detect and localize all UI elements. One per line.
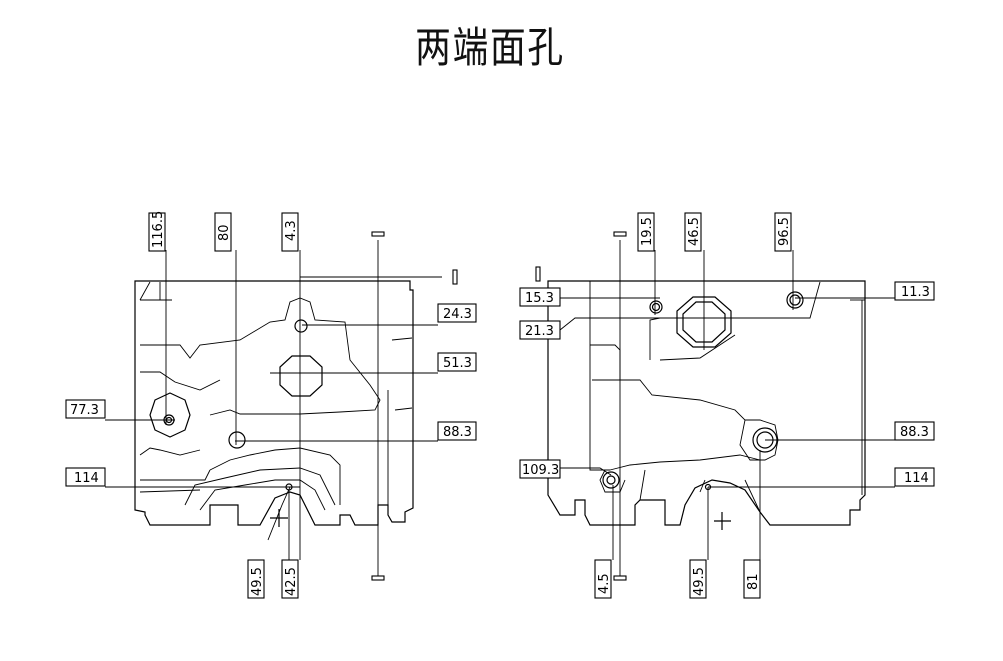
right-right-label-11-3: 11.3 (901, 285, 930, 300)
left-top-label-116-5: 116.5 (151, 211, 166, 248)
left-bottom-center-mark (371, 575, 385, 581)
drawing-title: 两端面孔 (415, 23, 565, 72)
right-view: 19.5 46.5 96.5 15.3 21.3 109.3 11.3 88.3… (519, 212, 935, 599)
left-left-label-77-3: 77.3 (70, 403, 99, 418)
left-right-label-24-3: 24.3 (443, 307, 472, 322)
right-top-left-mark (535, 266, 541, 282)
right-right-label-114: 114 (904, 471, 929, 486)
left-left-label-114: 114 (74, 471, 99, 486)
left-top-label-80: 80 (217, 224, 232, 241)
right-top-label-46-5: 46.5 (687, 217, 702, 246)
right-bottom-center-mark (613, 575, 627, 581)
right-left-label-109-3: 109.3 (522, 463, 559, 478)
left-bottom-label-49-5: 49.5 (250, 567, 265, 596)
left-top-label-4-3: 4.3 (284, 220, 299, 241)
right-top-center-mark (613, 231, 627, 237)
right-top-label-96-5: 96.5 (777, 217, 792, 246)
left-right-label-88-3: 88.3 (443, 425, 472, 440)
right-bottom-label-49-5: 49.5 (692, 567, 707, 596)
left-right-label-51-3: 51.3 (443, 356, 472, 371)
left-bottom-label-42-5: 42.5 (284, 567, 299, 596)
right-bottom-label-81: 81 (746, 573, 761, 590)
right-bottom-label-4-5: 4.5 (597, 573, 612, 594)
right-left-label-15-3: 15.3 (525, 291, 554, 306)
right-right-label-88-3: 88.3 (900, 425, 929, 440)
left-top-center-mark (371, 231, 385, 237)
left-view: 116.5 80 4.3 24.3 51.3 88.3 77.3 114 49.… (65, 211, 477, 599)
right-left-label-21-3: 21.3 (525, 324, 554, 339)
right-top-label-19-5: 19.5 (640, 217, 655, 246)
left-top-right-mark (452, 269, 458, 285)
